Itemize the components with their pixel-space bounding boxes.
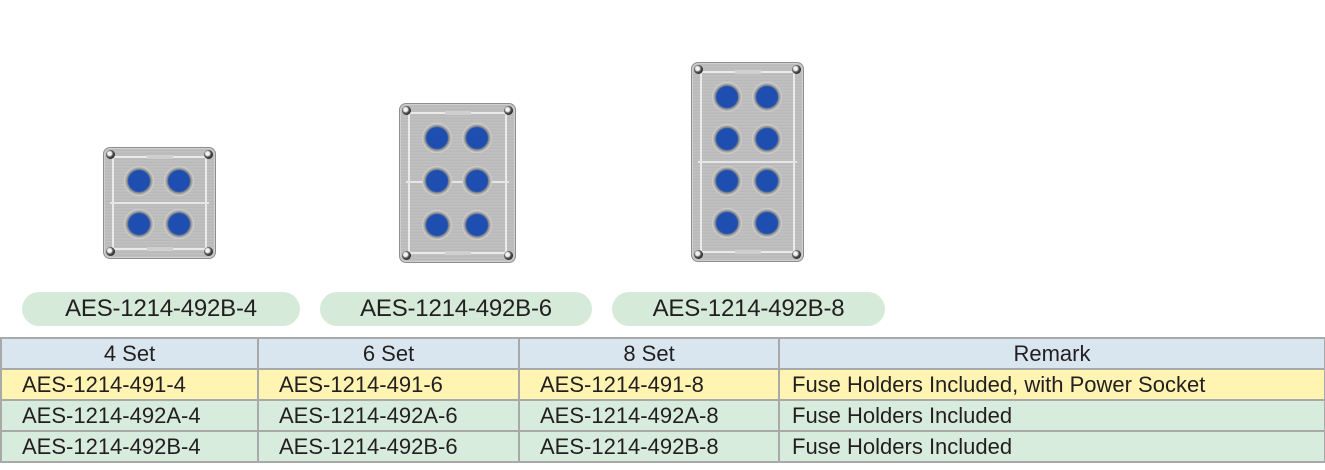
screw-icon bbox=[792, 250, 801, 259]
column-header-remark: Remark bbox=[778, 337, 1325, 370]
panel-divider bbox=[698, 161, 797, 163]
switch-button-icon bbox=[462, 123, 492, 153]
panel-label-strip bbox=[734, 70, 761, 74]
column-header-6-set: 6 Set bbox=[257, 337, 520, 370]
cell-8-set: AES-1214-492B-8 bbox=[518, 430, 780, 463]
switch-button-icon bbox=[462, 210, 492, 240]
table-header-row: 4 Set 6 Set 8 Set Remark bbox=[0, 337, 1325, 370]
screw-icon bbox=[504, 251, 513, 260]
switch-button-icon bbox=[712, 82, 742, 112]
screw-icon bbox=[106, 150, 115, 159]
model-label-8-set: AES-1214-492B-8 bbox=[612, 292, 885, 326]
model-label-6-set: AES-1214-492B-6 bbox=[320, 292, 592, 326]
cell-6-set: AES-1214-491-6 bbox=[257, 368, 520, 401]
cell-6-set: AES-1214-492B-6 bbox=[257, 430, 520, 463]
model-label-4-set: AES-1214-492B-4 bbox=[22, 292, 300, 326]
switch-button-icon bbox=[164, 209, 194, 239]
switch-button-icon bbox=[712, 208, 742, 238]
cell-8-set: AES-1214-492A-8 bbox=[518, 399, 780, 432]
screw-icon bbox=[402, 106, 411, 115]
panel-label-strip bbox=[444, 251, 471, 255]
switch-button-icon bbox=[712, 166, 742, 196]
panel-label-strip bbox=[146, 155, 173, 159]
panel-divider bbox=[406, 181, 509, 183]
switch-button-icon bbox=[752, 166, 782, 196]
switch-button-icon bbox=[422, 123, 452, 153]
panel-label-strip bbox=[444, 111, 471, 115]
switch-panel-8-set bbox=[691, 62, 804, 262]
cell-6-set: AES-1214-492A-6 bbox=[257, 399, 520, 432]
model-spec-table: 4 Set 6 Set 8 Set Remark AES-1214-491-4 … bbox=[0, 337, 1325, 463]
switch-button-icon bbox=[752, 124, 782, 154]
switch-button-icon bbox=[422, 210, 452, 240]
switch-button-icon bbox=[124, 209, 154, 239]
screw-icon bbox=[694, 250, 703, 259]
panel-label-strip bbox=[146, 247, 173, 251]
switch-button-icon bbox=[422, 166, 452, 196]
switch-button-icon bbox=[124, 166, 154, 196]
table-row: AES-1214-492A-4 AES-1214-492A-6 AES-1214… bbox=[0, 399, 1325, 432]
switch-button-icon bbox=[462, 166, 492, 196]
cell-4-set: AES-1214-491-4 bbox=[0, 368, 259, 401]
screw-icon bbox=[792, 65, 801, 74]
screw-icon bbox=[204, 247, 213, 256]
screw-icon bbox=[694, 65, 703, 74]
cell-remark: Fuse Holders Included, with Power Socket bbox=[778, 368, 1325, 401]
table-row: AES-1214-492B-4 AES-1214-492B-6 AES-1214… bbox=[0, 430, 1325, 463]
screw-icon bbox=[106, 247, 115, 256]
cell-8-set: AES-1214-491-8 bbox=[518, 368, 780, 401]
column-header-8-set: 8 Set bbox=[518, 337, 780, 370]
column-header-4-set: 4 Set bbox=[0, 337, 259, 370]
screw-icon bbox=[504, 106, 513, 115]
switch-button-icon bbox=[752, 82, 782, 112]
switch-button-icon bbox=[712, 124, 742, 154]
switch-panel-6-set bbox=[399, 103, 516, 263]
cell-remark: Fuse Holders Included bbox=[778, 430, 1325, 463]
switch-button-icon bbox=[164, 166, 194, 196]
cell-4-set: AES-1214-492B-4 bbox=[0, 430, 259, 463]
switch-panel-4-set bbox=[103, 147, 216, 259]
table-row: AES-1214-491-4 AES-1214-491-6 AES-1214-4… bbox=[0, 368, 1325, 401]
switch-button-icon bbox=[752, 208, 782, 238]
cell-4-set: AES-1214-492A-4 bbox=[0, 399, 259, 432]
cell-remark: Fuse Holders Included bbox=[778, 399, 1325, 432]
screw-icon bbox=[204, 150, 213, 159]
panel-divider bbox=[110, 202, 209, 204]
panel-label-strip bbox=[734, 250, 761, 254]
screw-icon bbox=[402, 251, 411, 260]
